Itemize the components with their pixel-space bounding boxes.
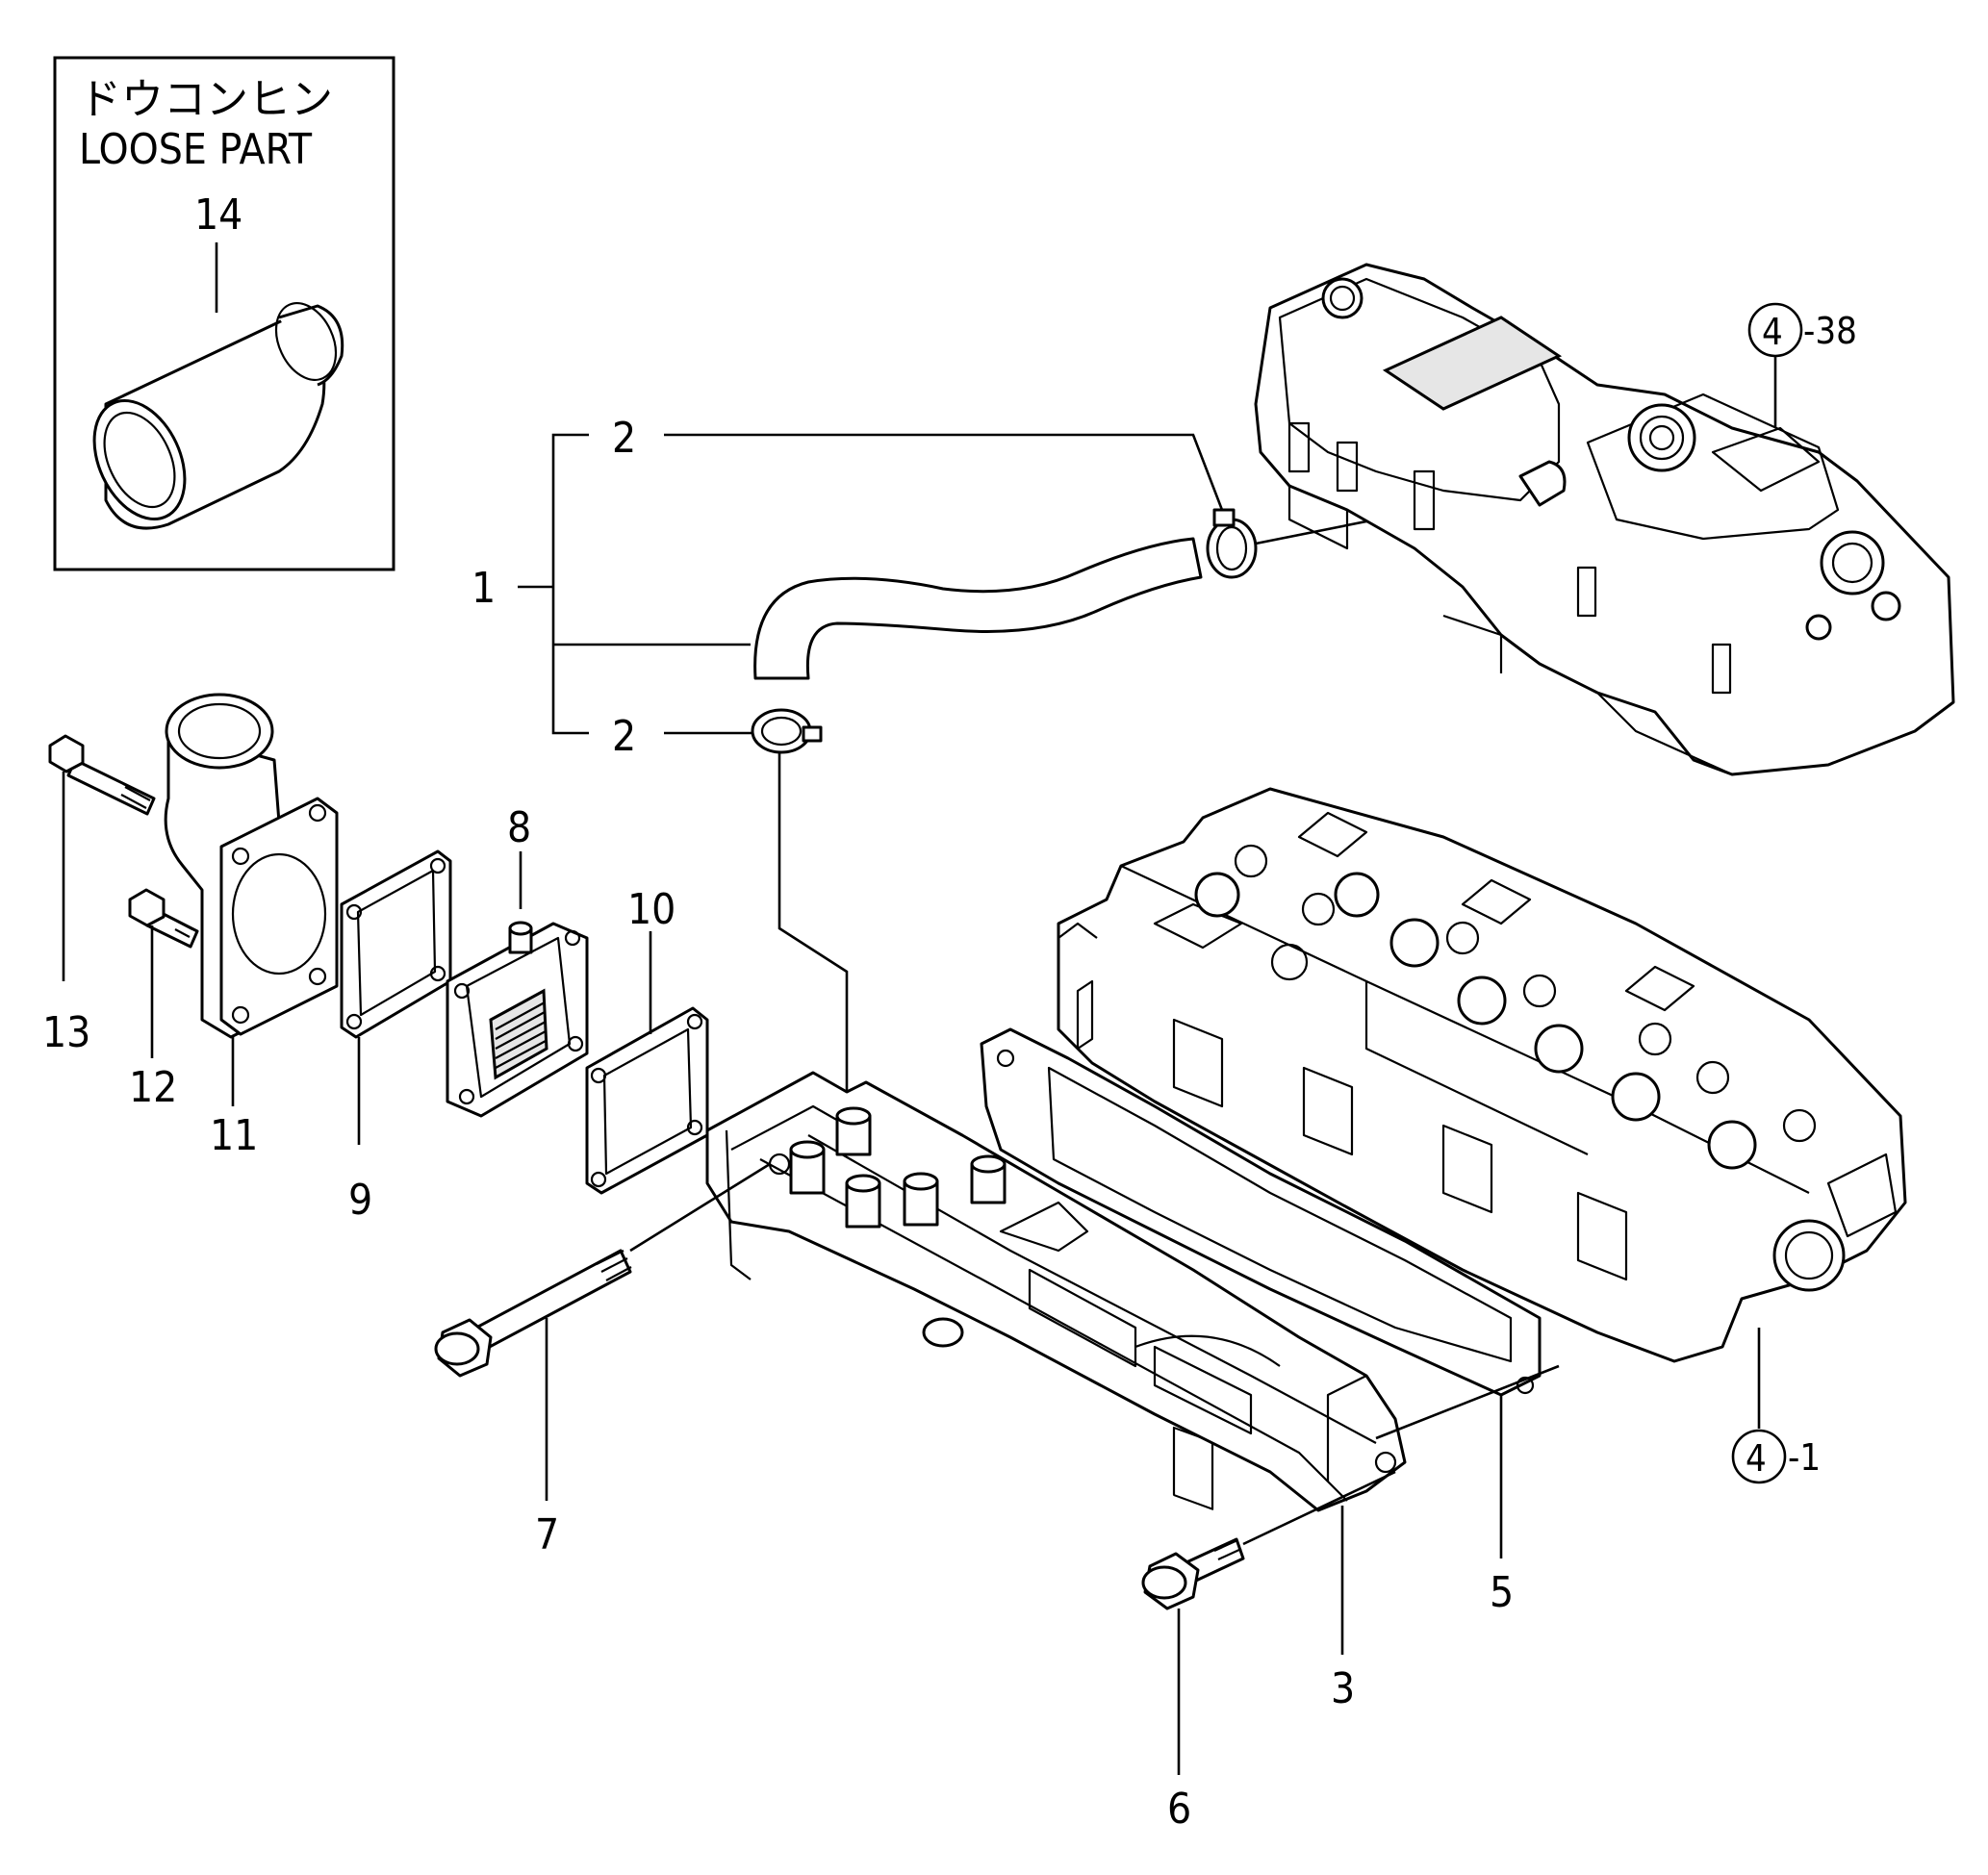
part-6-short-bolt[interactable] (1141, 1537, 1245, 1610)
callout-12-label[interactable]: 12 (129, 1063, 177, 1112)
part-8-intake-heater[interactable] (446, 921, 589, 1118)
part-12-bolt[interactable] (128, 888, 199, 949)
callout-4-1-suffix: -1 (1788, 1436, 1821, 1479)
callout-4-1[interactable]: 4 -1 (1731, 1328, 1821, 1484)
part-1-hose[interactable] (753, 537, 1203, 680)
callout-2a-label[interactable]: 2 (612, 414, 636, 463)
callout-4-38[interactable]: 4 -38 (1747, 302, 1857, 428)
part-4-38-valve-cover[interactable] (1254, 263, 1955, 776)
manifold-to-head-line (1375, 1364, 1560, 1440)
callout-4-1-num: 4 (1746, 1437, 1767, 1480)
part-2-clamp-upper[interactable] (1206, 508, 1258, 579)
part-2-clamp-lower[interactable] (751, 708, 823, 754)
loose-part-frame (53, 56, 395, 571)
part-14-silencer[interactable] (76, 293, 347, 534)
callout-2b-label[interactable]: 2 (612, 712, 636, 761)
callout-6-label[interactable]: 6 (1167, 1785, 1191, 1834)
part-13-long-bolt[interactable] (48, 734, 156, 816)
callout-10-label[interactable]: 10 (627, 885, 675, 934)
callout-5-label[interactable]: 5 (1490, 1568, 1514, 1617)
callout-8-label[interactable]: 8 (507, 803, 531, 852)
bolt-6-axis-line (1242, 1470, 1396, 1546)
callout-4-38-num: 4 (1762, 311, 1783, 353)
loose-part-title-en: LOOSE PART (79, 125, 313, 174)
part-9-gasket[interactable] (340, 849, 452, 1039)
callout-2a-leader (664, 433, 1224, 511)
callout-13-label[interactable]: 13 (42, 1008, 90, 1057)
callout-4-1-circle (1731, 1429, 1787, 1484)
loose-part-title-jp: ドウコンヒン (79, 75, 333, 124)
part-5-manifold-gasket[interactable] (980, 1027, 1542, 1397)
callout-9-label[interactable]: 9 (348, 1176, 372, 1225)
part-7-long-bolt[interactable] (434, 1249, 632, 1378)
hose-to-manifold-line (777, 752, 849, 1106)
callout-7-label[interactable]: 7 (535, 1510, 559, 1559)
bolt-7-axis-line (629, 1162, 771, 1253)
part-3-intake-manifold[interactable] (705, 1071, 1407, 1512)
part-11-intake-elbow[interactable] (164, 693, 339, 1039)
callout-1-label[interactable]: 1 (472, 564, 496, 613)
callout-3-label[interactable]: 3 (1331, 1664, 1355, 1713)
callout-1-bracket (551, 433, 589, 735)
callout-11-label[interactable]: 11 (210, 1111, 258, 1160)
loose-part-box: ドウコンヒン LOOSE PART 14 (53, 56, 395, 571)
part-4-1-cylinder-head[interactable] (1057, 787, 1907, 1510)
part-10-gasket[interactable] (585, 1006, 709, 1195)
callout-4-38-suffix: -38 (1803, 310, 1857, 352)
callout-14-label[interactable]: 14 (194, 190, 242, 240)
